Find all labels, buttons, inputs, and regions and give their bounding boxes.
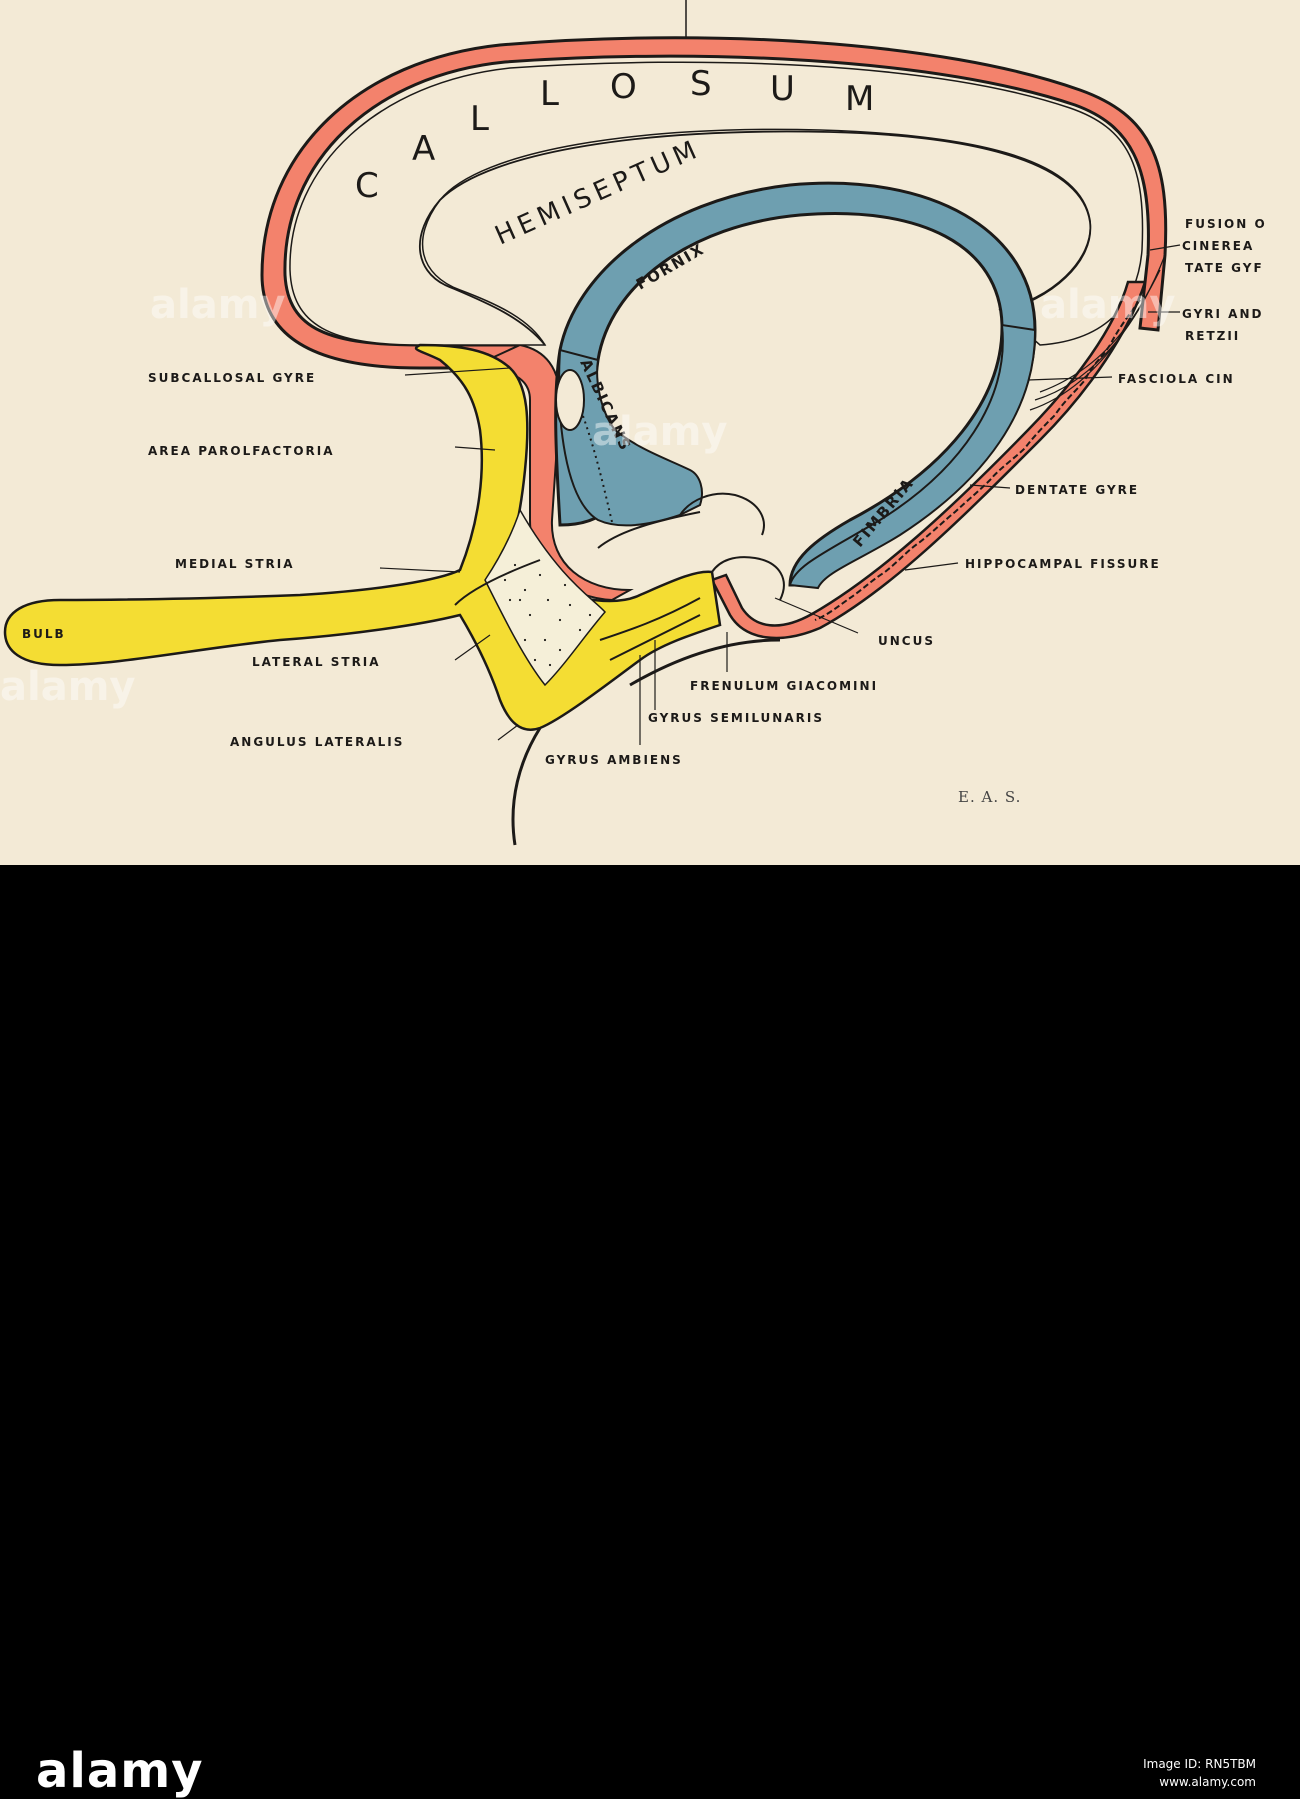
label-hippocampal-fissure: HIPPOCAMPAL FISSURE [965, 557, 1161, 571]
brain-medial-diagram: C A L L O S U M HEMISEPTUM FORNIX ALBICA… [0, 0, 1267, 846]
label-subcallosal-gyre: SUBCALLOSAL GYRE [148, 371, 316, 385]
right-labels: FUSION O CINEREA TATE GYF GYRI AND RETZI… [904, 217, 1267, 571]
artist-signature: E. A. S. [958, 788, 1021, 806]
label-dentate-gyre: DENTATE GYRE [1015, 483, 1139, 497]
watermark-text: alamy [1040, 282, 1175, 328]
diagram-canvas: C A L L O S U M HEMISEPTUM FORNIX ALBICA… [0, 0, 1300, 865]
callosum-letter: U [770, 69, 795, 109]
callosum-label: C A L L O S U M [355, 64, 874, 206]
hemiseptum-outline [418, 130, 1092, 346]
label-lateral-stria: LATERAL STRIA [252, 655, 381, 669]
bulb-label: BULB [22, 627, 66, 641]
fasciola-lines [1029, 254, 1166, 411]
dotted-area [484, 508, 606, 687]
callosum-letter: O [610, 67, 637, 107]
hippocampal-fissure-wave [814, 299, 1141, 621]
stock-footer-bar: alamy Image ID: RN5TBM www.alamy.com [0, 865, 1300, 1799]
albicans-blue [558, 348, 703, 527]
callosum-letter: A [412, 129, 435, 169]
label-angulus-lateralis: ANGULUS LATERALIS [230, 735, 404, 749]
label-uncus: UNCUS [878, 634, 935, 648]
callosum-letter: S [690, 64, 712, 104]
label-area-parolfactoria: AREA PAROLFACTORIA [148, 444, 335, 458]
watermark-text: alamy [592, 409, 727, 455]
dotted-area-stipple [503, 563, 592, 667]
stria-lines [454, 559, 701, 661]
callosum-letter: C [355, 166, 379, 206]
callosum-letter: L [470, 99, 489, 139]
callosum-letter: M [845, 79, 874, 119]
bottom-labels: FRENULUM GIACOMINI GYRUS SEMILUNARIS GYR… [545, 597, 935, 767]
watermark-overlay: alamy alamy alamy alamy [0, 282, 1175, 710]
stock-image-id: Image ID: RN5TBM www.alamy.com [1143, 1755, 1256, 1791]
site-url-line: www.alamy.com [1159, 1775, 1256, 1789]
label-gyri-line2: RETZII [1185, 329, 1240, 343]
image-id-line: Image ID: RN5TBM [1143, 1757, 1256, 1771]
label-gyri-line1: GYRI AND [1182, 307, 1263, 321]
ambiens-curve [511, 727, 542, 846]
albicans-loop [679, 492, 765, 536]
albicans-curve [597, 511, 701, 549]
label-fasciola: FASCIOLA CIN [1118, 372, 1235, 386]
label-medial-stria: MEDIAL STRIA [175, 557, 295, 571]
semilunaris-curve [629, 638, 781, 687]
label-fusion-line1: FUSION O [1185, 217, 1267, 231]
stock-logo: alamy [36, 1743, 204, 1799]
uncus-curve [711, 556, 785, 601]
left-labels: SUBCALLOSAL GYRE AREA PAROLFACTORIA MEDI… [148, 367, 519, 749]
label-fusion-line2: CINEREA [1182, 239, 1254, 253]
watermark-text: alamy [0, 664, 135, 710]
fimbria-blue-tail [788, 323, 1037, 590]
albicans-oval [555, 369, 585, 431]
label-frenulum-giacomini: FRENULUM GIACOMINI [690, 679, 878, 693]
albicans-dotted [571, 387, 613, 523]
label-fusion-line3: TATE GYF [1185, 261, 1264, 275]
label-gyrus-ambiens: GYRUS AMBIENS [545, 753, 683, 767]
callosum-letter: L [540, 74, 559, 114]
watermark-text: alamy [150, 282, 285, 328]
label-gyrus-semilunaris: GYRUS SEMILUNARIS [648, 711, 824, 725]
